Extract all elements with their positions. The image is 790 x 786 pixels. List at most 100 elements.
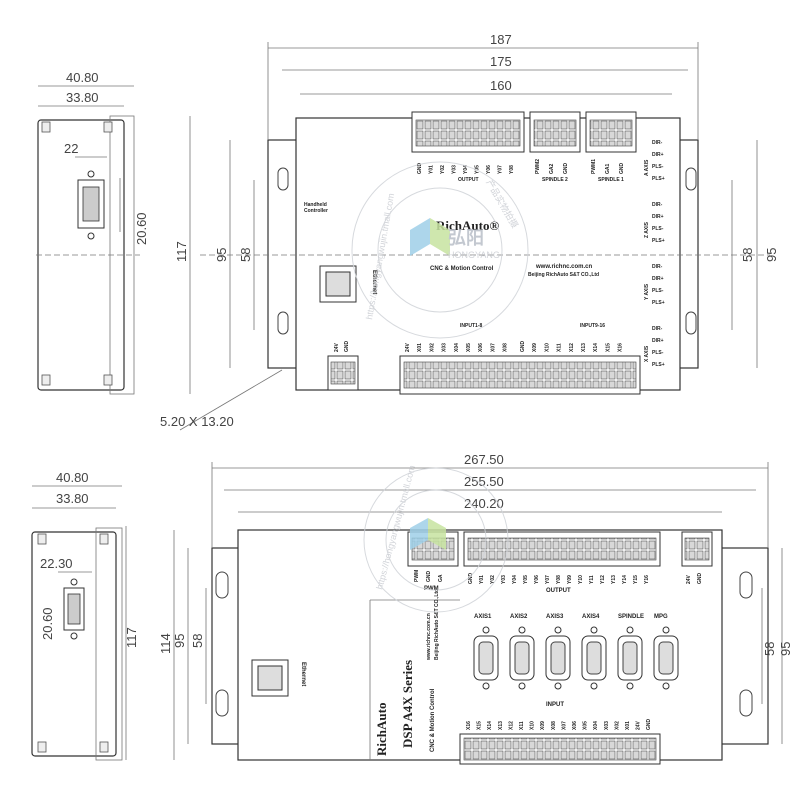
bottom-output-pin-7: Y07 — [545, 575, 551, 584]
bottom-dim-58-left: 58 — [190, 634, 205, 648]
bottom-dim-114: 114 — [158, 633, 173, 654]
top-handheld-1: Handheld — [304, 202, 327, 208]
bottom-side-dim-117: 117 — [124, 627, 139, 648]
bottom-output-pin-12: Y12 — [600, 575, 606, 584]
top-power-pin-0: 24V — [334, 342, 340, 352]
bottom-input-pin-0: X16 — [466, 721, 472, 730]
top-axis-3-pin-0: DIR- — [652, 326, 663, 332]
top-axis-1-pin-0: DIR- — [652, 202, 663, 208]
top-input1-pin-6: X06 — [478, 343, 484, 352]
top-output-pin-4: Y04 — [463, 165, 469, 174]
top-spindle1-pin-0: PWM1 — [591, 159, 597, 174]
bottom-side-profile — [31, 527, 123, 761]
top-output-pin-3: Y03 — [452, 165, 458, 174]
bottom-input-pin-16: 24V — [636, 720, 642, 730]
top-axis-3-pin-2: PLS- — [652, 350, 664, 356]
top-side-dim-4080: 40.80 — [66, 70, 99, 85]
top-spindle2-pin-2: GND — [563, 163, 569, 175]
bottom-series: DSP A4X Series — [400, 660, 415, 748]
top-axis-0-pin-1: DIR+ — [652, 152, 664, 158]
bottom-ethernet: Ethernet — [300, 662, 306, 686]
bottom-input-pin-17: GND — [646, 719, 652, 731]
bottom-input-pin-14: X02 — [614, 721, 620, 730]
bottom-company: Beijing RichAuto S&T CO.,Ltd — [434, 589, 440, 660]
top-board — [200, 111, 770, 395]
bottom-dim-95-left: 95 — [172, 634, 187, 648]
bottom-side-dim-3380: 33.80 — [56, 491, 89, 506]
db-connector-4-pins — [622, 641, 638, 675]
top-dim-95-right: 95 — [764, 248, 779, 262]
bottom-input-pin-12: X04 — [593, 721, 599, 730]
bottom-dim-58-right: 58 — [762, 642, 777, 656]
top-spindle2-label: SPINDLE 2 — [542, 177, 568, 183]
db-connector-0-pins — [478, 641, 494, 675]
bottom-input-pin-6: X10 — [530, 721, 536, 730]
bottom-output-pin-4: Y04 — [512, 575, 518, 584]
db-label-3: AXIS4 — [582, 614, 600, 620]
top-input2-pin-2: X10 — [544, 343, 550, 352]
top-dim-58-right: 58 — [740, 248, 755, 262]
top-input2-pin-5: X13 — [581, 343, 587, 352]
top-axis-0-pin-3: PLS+ — [652, 176, 665, 182]
db-connector-1-screw-1 — [518, 682, 526, 690]
top-axis-2-pin-1: DIR+ — [652, 276, 664, 282]
db-connector-1-pins — [514, 641, 530, 675]
bottom-output-pin-13: Y13 — [611, 575, 617, 584]
top-output-pin-6: Y06 — [486, 165, 492, 174]
top-input2-pin-0: GND — [520, 341, 526, 353]
db-connector-5-pins — [658, 641, 674, 675]
top-axis-2-name: Y AXIS — [644, 283, 650, 300]
top-spindle2-pin-1: GA2 — [549, 164, 555, 175]
top-input2-pin-8: X16 — [618, 343, 624, 352]
bottom-power-pin-0: 24V — [686, 574, 692, 584]
top-input1-pin-7: X07 — [490, 343, 496, 352]
db-connector-4-screw-0 — [626, 626, 634, 634]
top-axis-2-pin-0: DIR- — [652, 264, 663, 270]
top-side-profile — [36, 115, 140, 395]
bottom-output-pin-6: Y06 — [534, 575, 540, 584]
bottom-board-dimensions: 267.50 255.50 240.20 114 95 58 58 95 — [158, 452, 790, 760]
top-url: www.richnc.com.cn — [535, 264, 592, 270]
top-output-pin-0: GND — [417, 163, 423, 175]
bottom-output-pin-9: Y09 — [567, 575, 573, 584]
top-input2-pin-6: X14 — [593, 343, 599, 352]
top-input2-pin-4: X12 — [569, 343, 575, 352]
bottom-url: www.richnc.com.cn — [426, 613, 432, 661]
top-output-pin-5: Y05 — [475, 165, 481, 174]
bottom-output-pin-5: Y05 — [523, 575, 529, 584]
top-spindle2-pin-0: PWM2 — [535, 159, 541, 174]
top-input1-pin-3: X03 — [442, 343, 448, 352]
bottom-input-pin-5: X11 — [519, 721, 525, 730]
bottom-input-pin-8: X08 — [551, 721, 557, 730]
top-axis-3-pin-1: DIR+ — [652, 338, 664, 344]
top-output-pin-2: Y02 — [440, 165, 446, 174]
top-axis-1-pin-3: PLS+ — [652, 238, 665, 244]
bottom-input-pin-4: X12 — [508, 721, 514, 730]
top-spindle1-label: SPINDLE 1 — [598, 177, 624, 183]
bottom-input-pin-11: X05 — [583, 721, 589, 730]
top-output-pin-1: Y01 — [429, 165, 435, 174]
top-axis-1-pin-1: DIR+ — [652, 214, 664, 220]
bottom-side-dim-4080: 40.80 — [56, 470, 89, 485]
db-label-1: AXIS2 — [510, 614, 528, 620]
top-input2-label: INPUT9-16 — [580, 323, 605, 329]
top-side-dim-3380: 33.80 — [66, 90, 99, 105]
top-axis-2-pin-2: PLS- — [652, 288, 664, 294]
db-label-4: SPINDLE — [618, 614, 644, 620]
bottom-output-pin-3: Y03 — [501, 575, 507, 584]
top-brand: RichAuto® — [436, 218, 499, 233]
db-connector-2-pins — [550, 641, 566, 675]
top-axis-3-pin-3: PLS+ — [652, 362, 665, 368]
bottom-brand: RichAuto — [374, 703, 389, 756]
db-connector-2-screw-1 — [554, 682, 562, 690]
db-connector-2-screw-0 — [554, 626, 562, 634]
top-dim-187: 187 — [490, 32, 512, 47]
bottom-input-label: INPUT — [546, 702, 564, 708]
bottom-input-pin-1: X15 — [477, 721, 483, 730]
top-output-pin-7: Y07 — [498, 165, 504, 174]
bottom-side-dimensions: 40.80 33.80 22.30 20.60 117 — [32, 470, 139, 760]
bottom-output-pin-14: Y14 — [622, 575, 628, 584]
bottom-output-pin-10: Y10 — [578, 575, 584, 584]
